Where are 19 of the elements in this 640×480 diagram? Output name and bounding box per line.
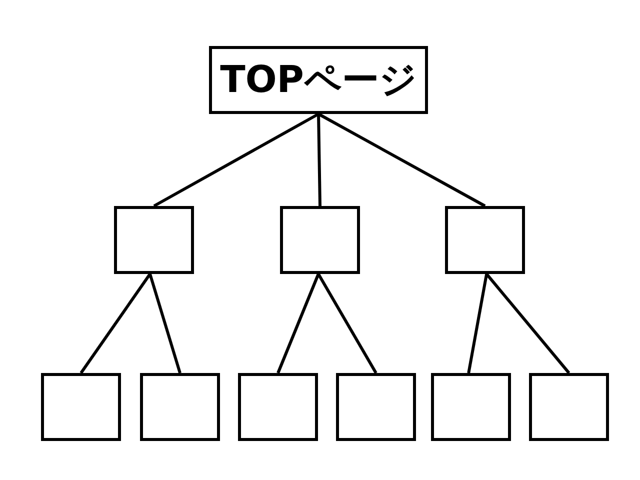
connector-line — [80, 273, 152, 374]
empty-box — [529, 373, 609, 441]
connector-line — [485, 273, 570, 374]
connector-line — [153, 112, 320, 208]
empty-box — [41, 373, 121, 441]
connector-line — [276, 273, 320, 374]
empty-box — [431, 373, 511, 441]
connector-line — [148, 274, 182, 374]
empty-box — [336, 373, 416, 441]
empty-box — [238, 373, 318, 441]
empty-box — [140, 373, 220, 441]
empty-box — [280, 206, 360, 274]
connector-line — [467, 274, 488, 374]
empty-box — [114, 206, 194, 274]
page-box: TOPページ — [209, 46, 428, 114]
connector-line — [317, 273, 378, 374]
connector-line — [317, 114, 322, 206]
empty-box — [445, 206, 525, 274]
connector-line — [318, 112, 486, 208]
